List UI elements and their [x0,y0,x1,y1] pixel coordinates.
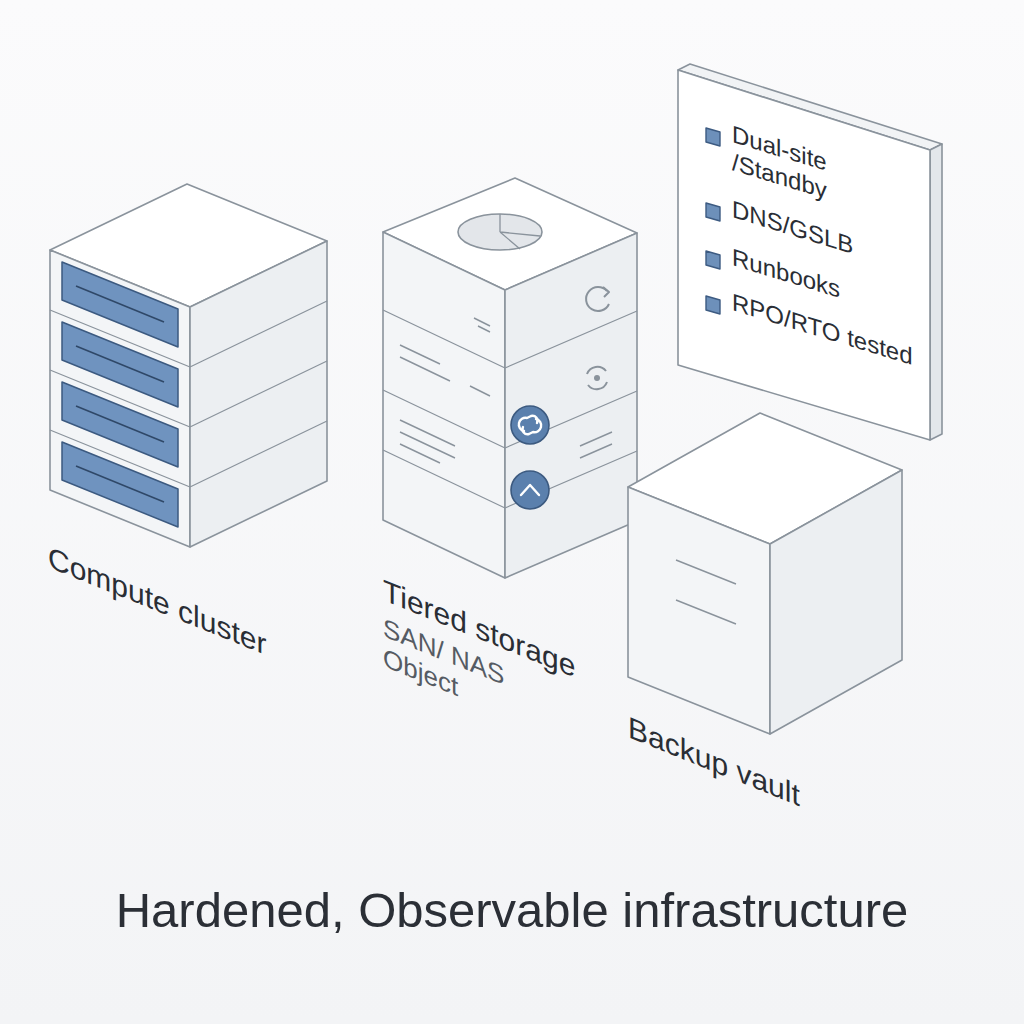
node-label: Backup vault [628,710,800,814]
compute-cube [50,184,327,547]
checklist-node: Dual-site /StandbyDNS/GSLBRunbooksRPO/RT… [670,60,955,450]
diagram-title: Hardened, Observable infrastructure [0,884,1024,938]
compute-node: Compute cluster [40,170,340,669]
vault-cube [628,413,902,734]
storage-node: Tiered storageSAN/ NAS Object [375,165,645,733]
checklist-item: RPO/RTO tested [732,288,913,371]
storage-cube [383,178,637,578]
checklist-panel [678,64,942,440]
vault-node: Backup vault [620,405,910,835]
node-label: Compute cluster [48,540,266,663]
